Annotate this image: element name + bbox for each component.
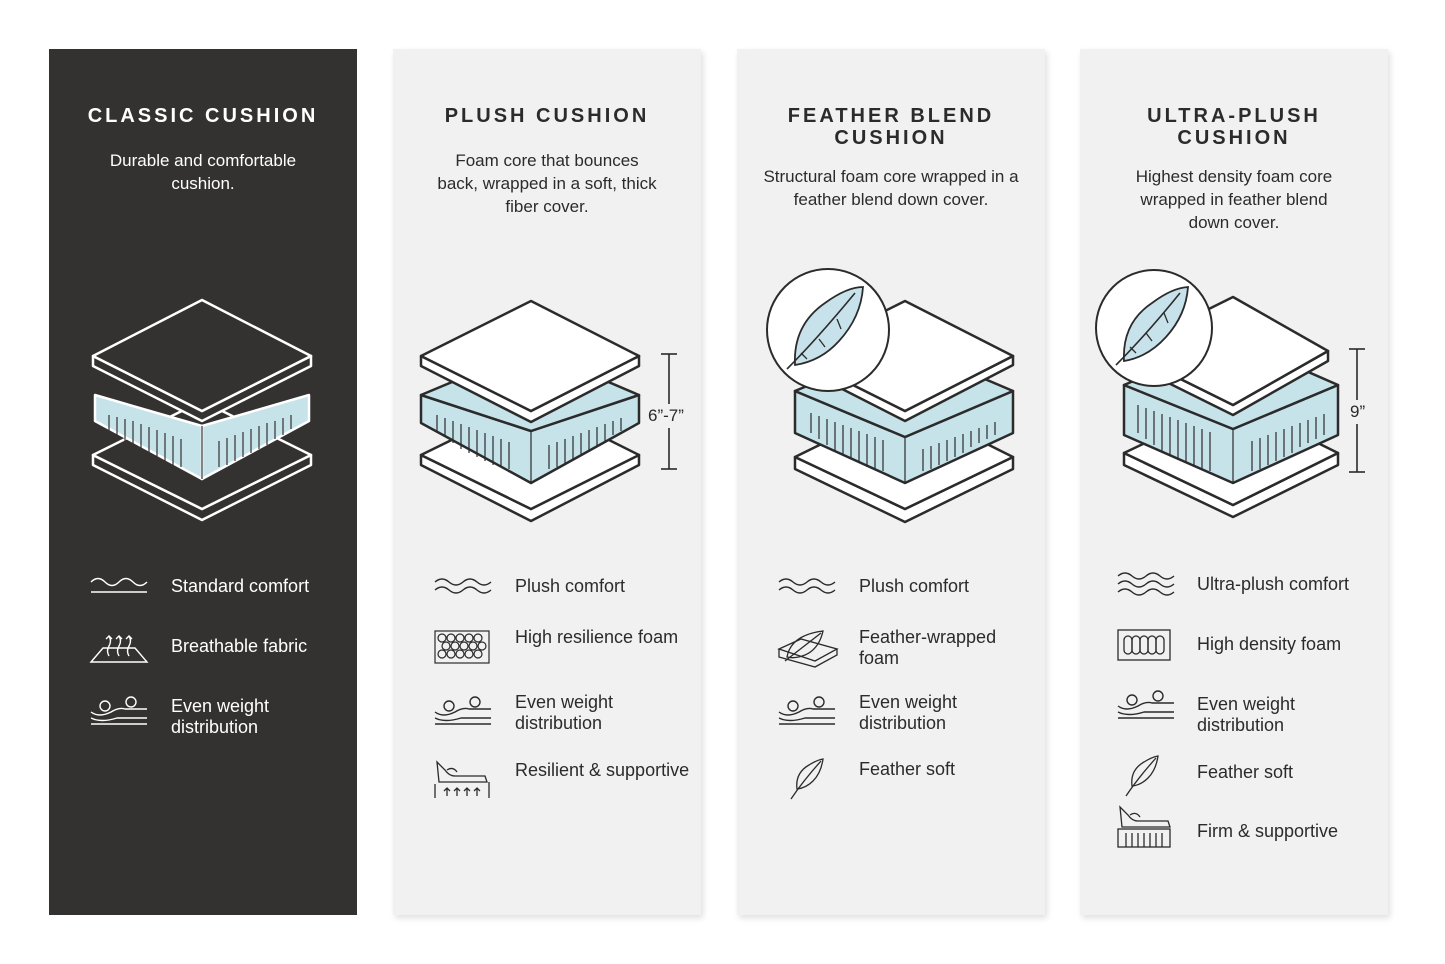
honeycomb-foam-icon [434,630,490,664]
feature-label: Firm & supportive [1197,821,1339,841]
top-cover-layer [91,298,313,423]
feather-icon [1125,755,1159,797]
cushion-layers-diagram [91,298,313,522]
feature-label: Ultra-plush comfort [1197,574,1350,594]
feature-label: High resilience foam [515,627,679,647]
breathable-fabric-icon [89,635,149,663]
card-title: FEATHER BLEND CUSHION [787,105,995,149]
height-measurement: 6”-7” [648,404,684,428]
feature-label: High density foam [1197,634,1342,654]
ultra-plush-wave-icon [1117,572,1175,596]
plush-wave-icon [434,578,492,594]
weight-distribution-icon [1117,690,1174,719]
card-title: CLASSIC CUSHION [87,105,319,127]
feature-label: Even weight distribution [1197,694,1296,735]
feature-label: Feather soft [859,759,956,779]
card-description: Durable and comfortable cushion. [109,151,297,193]
feature-label: Feather soft [1197,762,1294,782]
feather-blend-cushion-card: FEATHER BLEND CUSHION Structural foam co… [737,49,1045,915]
feature-label: Breathable fabric [171,636,308,656]
feature-label: Plush comfort [859,576,970,596]
firm-support-icon [1117,805,1171,848]
feather-callout [766,268,890,392]
feature-label: Standard comfort [171,576,310,596]
high-density-foam-icon [1117,629,1171,661]
feature-label: Even weight distribution [171,696,270,737]
height-measurement: 9” [1350,400,1366,424]
plush-cushion-card: PLUSH CUSHION Foam core that bounces bac… [393,49,701,915]
card-description: Structural foam core wrapped in a feathe… [763,167,1019,209]
feather-icon [790,758,824,800]
weight-distribution-icon [90,696,147,725]
weight-distribution-icon [778,696,835,725]
resilient-support-icon [434,760,490,798]
cushion-layers-diagram [1095,269,1365,519]
classic-cushion-card: CLASSIC CUSHION Durable and comfortable … [49,49,357,915]
top-cover-layer [419,299,641,424]
feature-label: Plush comfort [515,576,626,596]
plush-wave-icon [778,578,836,594]
card-description: Highest density foam core wrapped in fea… [1135,167,1333,232]
feather-wrapped-foam-icon [777,630,839,668]
weight-distribution-icon [434,696,491,725]
card-description: Foam core that bounces back, wrapped in … [437,151,657,216]
feature-label: Even weight distribution [515,692,614,733]
ultra-plush-cushion-card: ULTRA-PLUSH CUSHION Highest density foam… [1080,49,1388,915]
card-title: ULTRA-PLUSH CUSHION [1147,105,1321,149]
cushion-layers-diagram [419,299,677,523]
feature-label: Feather-wrapped foam [859,627,997,668]
cushion-layers-diagram [766,268,1015,524]
wave-comfort-icon [90,577,148,593]
card-title: PLUSH CUSHION [444,105,650,127]
feature-label: Even weight distribution [859,692,958,733]
feather-callout [1095,269,1213,387]
feature-label: Resilient & supportive [515,760,690,780]
